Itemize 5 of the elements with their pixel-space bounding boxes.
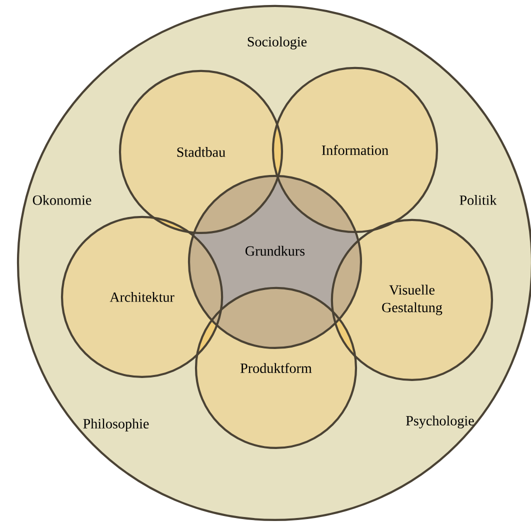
field-label: Psychologie xyxy=(406,416,474,428)
field-label: Politik xyxy=(460,195,497,205)
field-label: Philosophie xyxy=(83,418,149,432)
field-label: Sociologie xyxy=(248,36,307,50)
field-label: Okonomie xyxy=(32,195,92,205)
